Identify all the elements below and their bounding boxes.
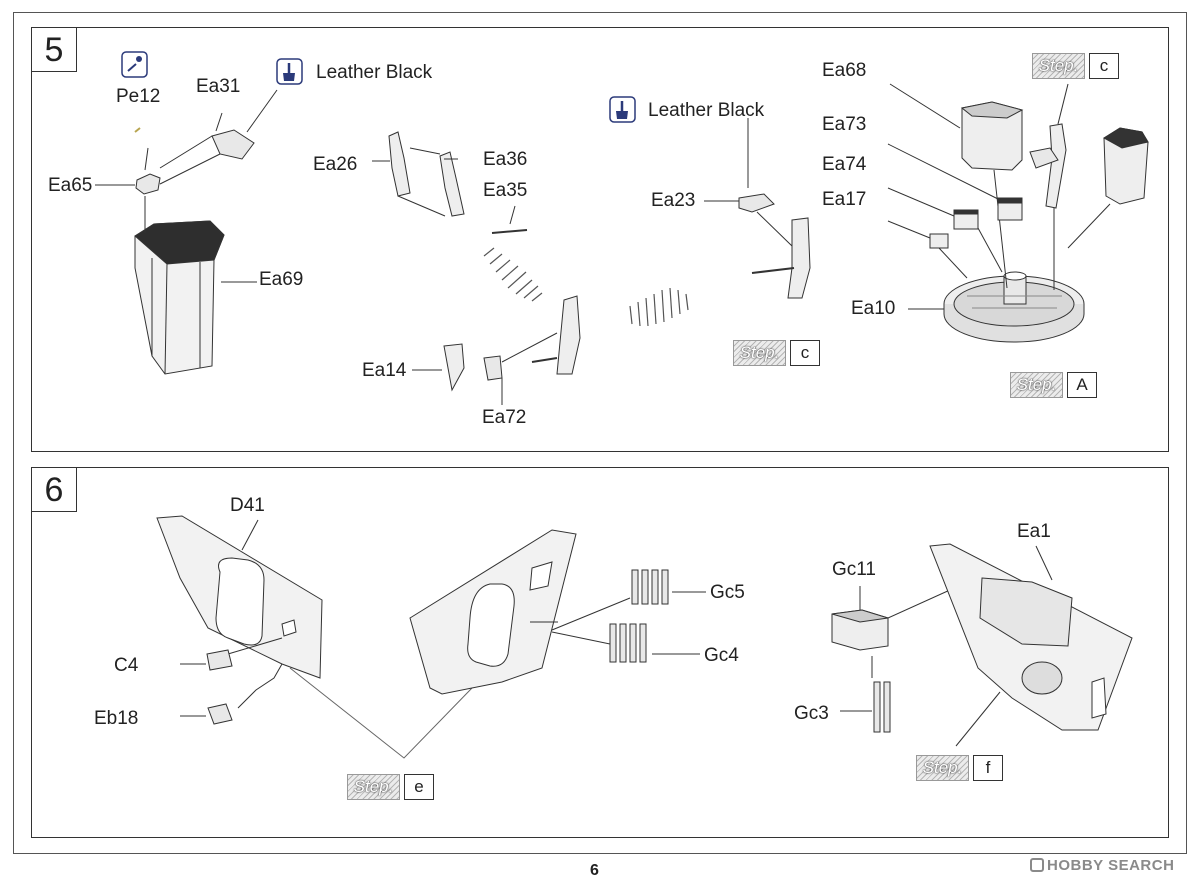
part-ea35 [491,229,528,234]
part-ea23-seat [704,118,811,299]
part-seat-assembly [1029,83,1069,290]
part-label-gc5: Gc5 [710,582,745,603]
part-gc5-gc4 [551,569,706,663]
part-label-ea36: Ea36 [483,149,528,170]
part-label-gc4: Gc4 [704,645,739,666]
glue-dropper-icon [121,51,148,78]
step-ref-a: Step. A [1010,372,1097,398]
part-gc11 [831,579,973,678]
part-label-c4: C4 [114,655,139,676]
part-eb18 [207,703,233,725]
step-ref-letter: A [1067,372,1097,398]
step-ref-letter: e [404,774,434,800]
sheet-border [13,12,1187,854]
watermark-text: HOBBY SEARCH [1047,857,1175,874]
part-label-ea1: Ea1 [1017,521,1051,542]
part-label-ea26: Ea26 [313,154,358,175]
paint-label-leather-black-2: Leather Black [648,100,765,121]
step-word: Step. [347,774,400,800]
part-c4 [206,649,233,671]
step-ref-letter: c [1089,53,1119,79]
step-word: Step. [1010,372,1063,398]
step-5-number: 5 [32,28,77,72]
part-ea1 [929,543,1133,747]
step-ref-c-top: Step. c [1032,53,1119,79]
part-label-d41: D41 [230,495,265,516]
part-ea10-floor [908,271,1085,343]
part-ea69 [134,220,257,375]
step-ref-letter: c [790,340,820,366]
part-label-ea73: Ea73 [822,114,867,135]
part-hull-plate [409,529,577,695]
part-ea68 [889,83,1024,289]
step-6-number: 6 [32,468,77,512]
part-label-ea65: Ea65 [48,175,93,196]
part-label-gc11: Gc11 [832,559,877,580]
watermark: HOBBY SEARCH [1030,857,1174,874]
hatched-arrow-2 [629,287,689,327]
part-label-ea14: Ea14 [362,360,407,381]
part-small-boxes [887,143,1023,279]
paint-label-leather-black: Leather Black [316,62,433,83]
step-5-panel: 5 [31,27,1169,452]
step-ref-letter: f [973,755,1003,781]
part-d41 [156,515,473,759]
step-ref-f: Step. f [916,755,1003,781]
part-label-ea72: Ea72 [482,407,527,428]
step-ref-e: Step. e [347,774,434,800]
step-word: Step. [1032,53,1085,79]
step-word: Step. [916,755,969,781]
part-label-ea69: Ea69 [259,269,304,290]
part-right-container [1067,127,1149,249]
part-label-eb18: Eb18 [94,708,139,729]
step-5-artwork [95,51,1149,405]
step-6-panel: 6 [31,467,1169,838]
part-label-ea23: Ea23 [651,190,696,211]
part-ea26-ea36 [372,131,465,217]
part-gc3 [840,681,891,733]
step-ref-c-mid: Step. c [733,340,820,366]
part-ea65 [95,127,161,233]
part-label-gc3: Gc3 [794,703,829,724]
part-label-ea35: Ea35 [483,180,528,201]
paint-brush-icon-2 [609,96,636,123]
hatched-arrow-1 [483,247,543,302]
part-label-pe12: Pe12 [116,86,161,107]
step-word: Step. [733,340,786,366]
step-6-artwork [156,515,1133,759]
page-number: 6 [590,862,599,879]
part-ea31 [159,89,278,185]
part-label-ea74: Ea74 [822,154,867,175]
paint-brush-icon [276,58,303,85]
part-label-ea17: Ea17 [822,189,867,210]
part-label-ea31: Ea31 [196,76,241,97]
part-label-ea68: Ea68 [822,60,867,81]
part-ea14-ea72 [412,295,581,405]
part-label-ea10: Ea10 [851,298,896,319]
hobby-search-logo-icon [1030,858,1044,872]
